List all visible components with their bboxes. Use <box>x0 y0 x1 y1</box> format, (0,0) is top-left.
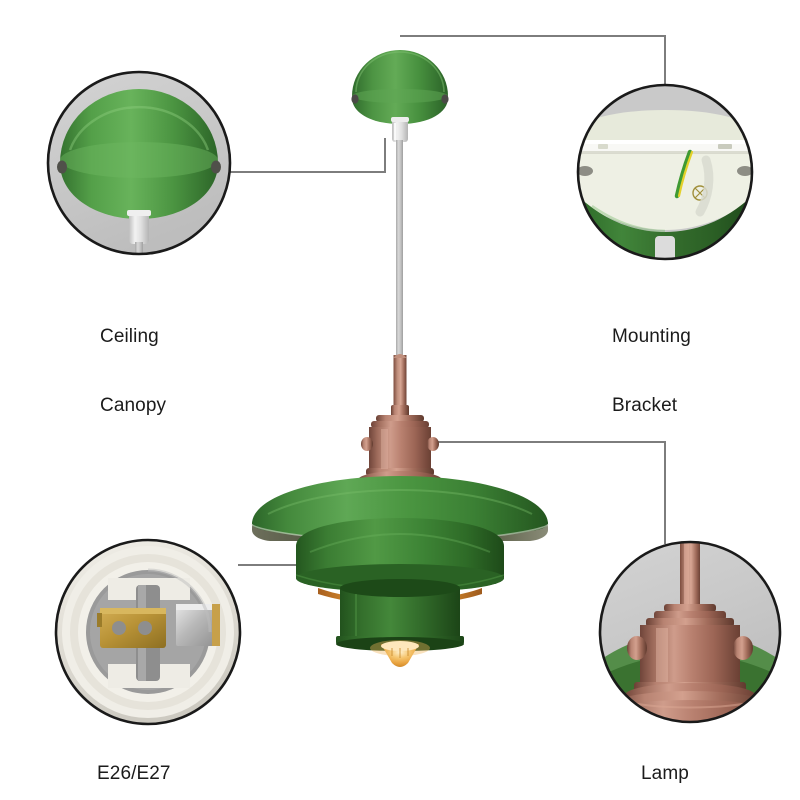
bulb-base-detail-art <box>56 540 240 724</box>
pendant-lamp-assembly <box>251 50 549 667</box>
callout-bulb-base[interactable] <box>54 538 242 726</box>
canopy-screw-right <box>441 94 449 104</box>
ground-wire <box>674 149 693 199</box>
callout-mounting-bracket[interactable] <box>576 83 754 262</box>
callout-lamp-socket[interactable] <box>598 540 782 724</box>
callout-ceiling-canopy[interactable] <box>46 70 232 262</box>
socket-ear-left <box>361 437 373 451</box>
light-bulb <box>370 640 430 667</box>
socket-ear-right <box>427 437 439 451</box>
copper-stem <box>391 354 409 419</box>
ceiling-canopy-detail-art <box>48 72 230 254</box>
leader-line-ceiling-canopy <box>228 138 386 173</box>
silver-contact-tab <box>176 604 220 646</box>
ceiling-canopy-part <box>351 50 449 142</box>
leader-line-lamp-socket <box>428 441 666 544</box>
leader-line-mounting-bracket <box>400 35 666 86</box>
lamp-socket-detail-art <box>600 542 780 722</box>
canopy-screw-left <box>351 94 359 104</box>
suspension-cable <box>396 140 403 362</box>
brass-contact <box>97 608 166 648</box>
bottom-shade <box>336 579 464 651</box>
mounting-bracket-detail-art <box>578 85 752 259</box>
